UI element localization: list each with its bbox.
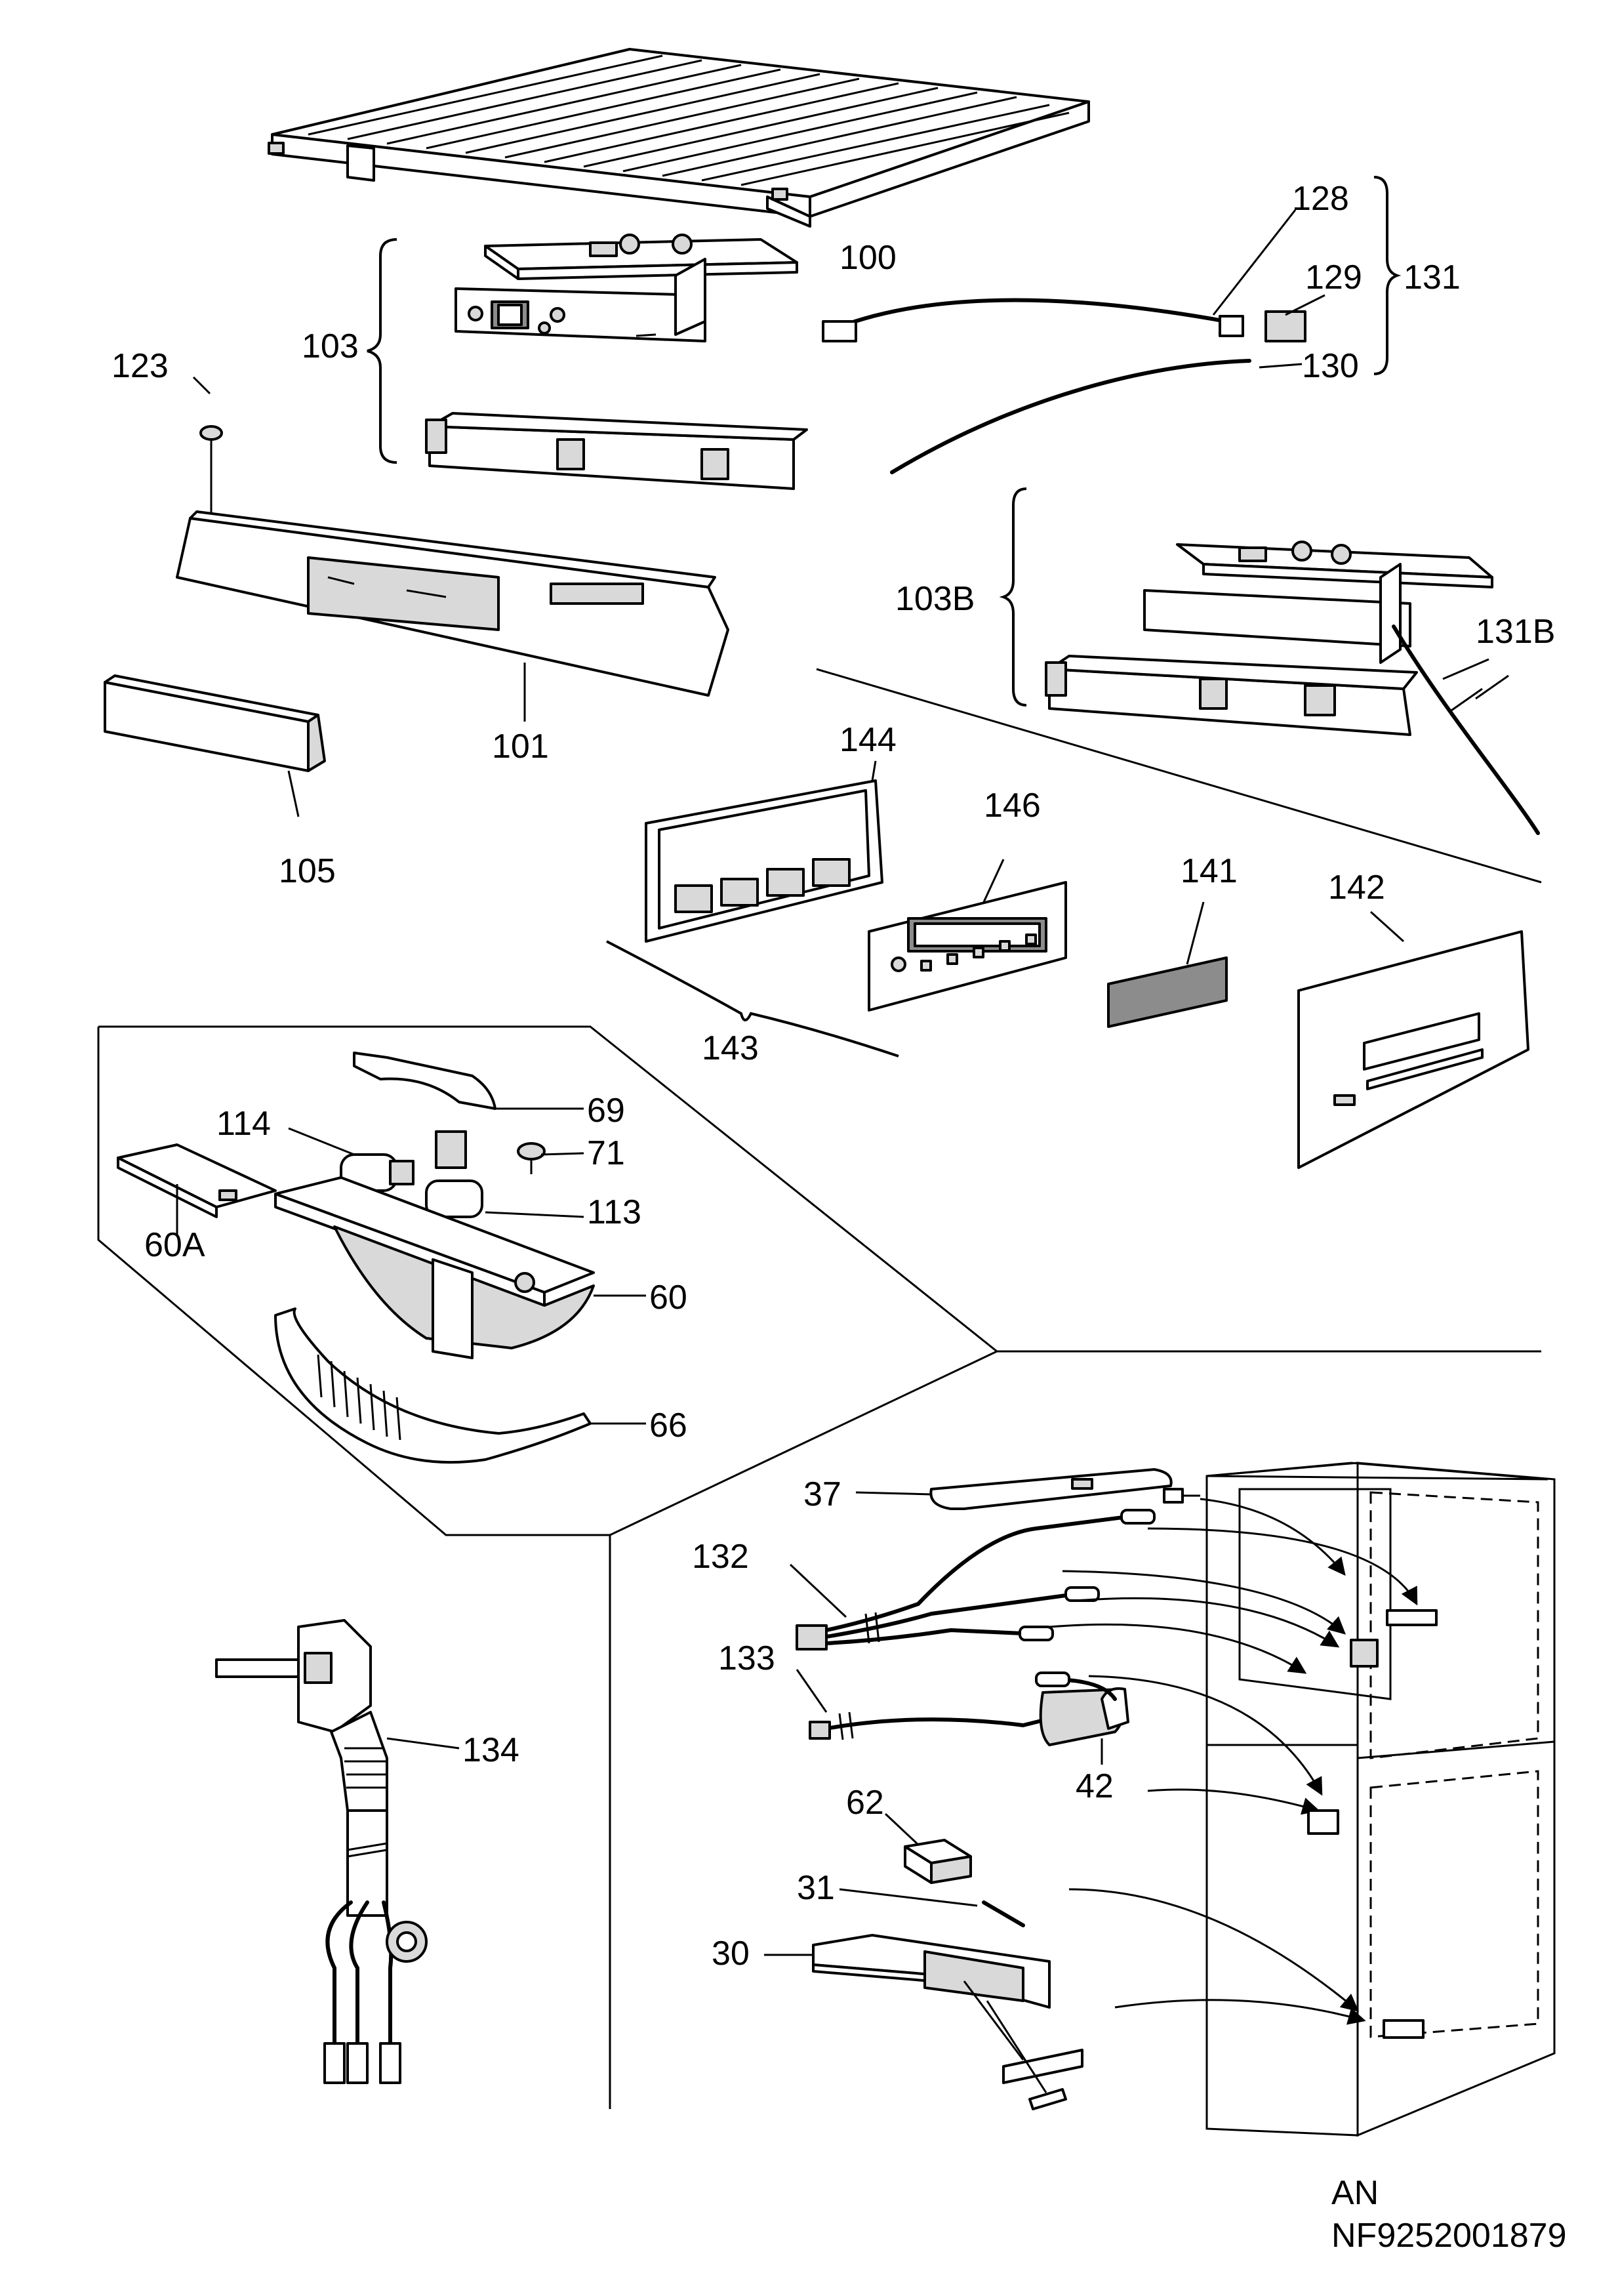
- callout-114: 114: [216, 1105, 271, 1143]
- part-142-fascia: [1297, 911, 1529, 1169]
- brace-103: [367, 238, 397, 464]
- callout-62: 62: [846, 1784, 884, 1822]
- callout-142: 142: [1328, 869, 1385, 907]
- callout-60a: 60A: [144, 1226, 205, 1264]
- section-dividers: [97, 668, 1542, 2109]
- cable-assembly-131: [822, 209, 1325, 474]
- callout-129: 129: [1305, 258, 1362, 297]
- part-113-socket: [425, 1130, 584, 1218]
- part-30-bracket: [764, 1934, 1083, 2110]
- callout-69: 69: [587, 1092, 625, 1130]
- callout-103: 103: [302, 327, 359, 365]
- brace-103b: [999, 487, 1027, 707]
- callout-131: 131: [1404, 258, 1461, 297]
- part-71-screw: [517, 1142, 584, 1174]
- callout-31: 31: [797, 1869, 835, 1907]
- callout-60: 60: [649, 1279, 687, 1317]
- cabinet-outline: [1205, 1462, 1556, 2137]
- callout-130: 130: [1302, 347, 1359, 385]
- callout-131b: 131B: [1476, 613, 1555, 651]
- callout-71: 71: [587, 1134, 625, 1172]
- part-101-front-panel: [176, 510, 729, 722]
- callout-100: 100: [839, 239, 897, 277]
- callout-132: 132: [692, 1538, 749, 1576]
- callout-146: 146: [984, 787, 1041, 825]
- part-103-control-assembly: [425, 234, 808, 490]
- part-31-pin: [839, 1888, 1025, 1927]
- placement-arrows: [1049, 1498, 1438, 2039]
- callout-143: 143: [702, 1029, 759, 1067]
- footer-drawing-number: NF9252001879: [1331, 2217, 1567, 2255]
- part-69-lens: [353, 1052, 584, 1110]
- part-60a-cover: [117, 1143, 277, 1237]
- brace-131: [1373, 176, 1402, 375]
- callout-123: 123: [111, 347, 169, 385]
- footer-code-an: AN: [1331, 2174, 1379, 2212]
- callout-128: 128: [1292, 180, 1349, 218]
- part-100-shelf: [268, 48, 1090, 228]
- callout-141: 141: [1181, 852, 1238, 890]
- part-134-mains-cable: [215, 1619, 460, 2084]
- callout-105: 105: [279, 852, 336, 890]
- callout-133: 133: [718, 1639, 775, 1677]
- callout-144: 144: [839, 721, 897, 759]
- callout-101: 101: [492, 728, 549, 766]
- part-105-cover: [104, 674, 326, 817]
- part-144-housing: [645, 760, 883, 943]
- part-60-lamp-housing: [274, 1176, 646, 1359]
- part-123-cap: [192, 376, 223, 518]
- callout-66: 66: [649, 1406, 687, 1445]
- part-62-switch: [884, 1813, 972, 1884]
- part-132-harness: [789, 1509, 1156, 1650]
- part-66-grille: [274, 1307, 646, 1464]
- part-146-display-board: [868, 859, 1067, 1012]
- callout-labels: 100 103 123 128 129 131 130 103B 131B 10…: [111, 180, 1555, 1973]
- callout-37: 37: [803, 1475, 841, 1513]
- callout-42: 42: [1076, 1767, 1114, 1805]
- callout-134: 134: [462, 1731, 519, 1769]
- footer: AN NF9252001879: [1331, 2174, 1567, 2255]
- callout-30: 30: [712, 1935, 750, 1973]
- callout-103b: 103B: [895, 580, 975, 618]
- part-141-window: [1107, 901, 1228, 1028]
- brace-143: [606, 940, 899, 1057]
- part-103b-control-assembly: [1045, 541, 1540, 835]
- callout-113: 113: [587, 1193, 641, 1231]
- part-37-sensor-holder: [855, 1468, 1200, 1510]
- part-114-bulb: [288, 1127, 415, 1192]
- part-133-42-sensor: [796, 1669, 1129, 1765]
